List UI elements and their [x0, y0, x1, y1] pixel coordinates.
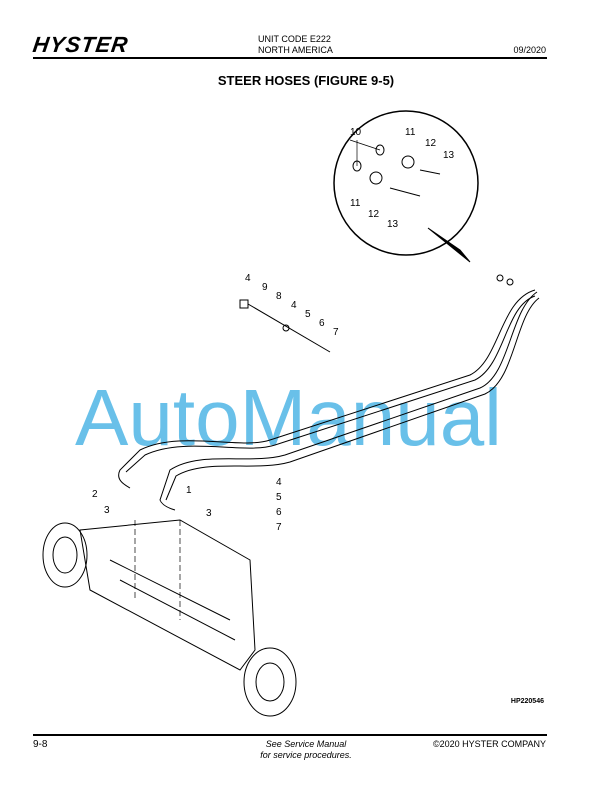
figure-number: HP220546 [510, 698, 544, 705]
callout: 4 [276, 477, 282, 488]
callout: 12 [368, 209, 380, 220]
steer-axle [42, 519, 297, 717]
callout: 13 [387, 219, 399, 230]
page-title: STEER HOSES (FIGURE 9-5) [217, 73, 395, 88]
callout: 4 [245, 273, 251, 284]
header-divider [33, 57, 547, 59]
callout: 6 [276, 507, 282, 518]
callout: 3 [206, 508, 212, 519]
copyright: ©2020 HYSTER COMPANY [433, 739, 546, 749]
footer-divider [33, 734, 547, 736]
footer-note-line2: for service procedures. [260, 750, 352, 760]
callout: 11 [405, 127, 416, 138]
hoses [118, 289, 540, 511]
callout: 10 [350, 127, 362, 138]
header-date: 09/2020 [513, 45, 546, 55]
inset-callouts: 10 11 12 13 11 12 13 [350, 127, 455, 230]
unit-code-text: UNIT CODE E222 [258, 34, 331, 44]
callout: 3 [104, 505, 110, 516]
callout: 2 [92, 489, 98, 500]
callout: 4 [291, 300, 297, 311]
watermark: AutoManual [75, 373, 502, 462]
page-number: 9-8 [33, 739, 48, 750]
callout: 5 [305, 309, 311, 320]
footer-note-line1: See Service Manual [265, 739, 347, 749]
callout: 12 [425, 138, 437, 149]
region-text: NORTH AMERICA [258, 45, 333, 55]
callout: 7 [333, 327, 339, 338]
callout: 5 [276, 492, 282, 503]
callout: 9 [262, 282, 268, 293]
lower-callouts: 2 3 1 3 4 5 6 7 [92, 477, 282, 533]
footer-note: See Service Manual for service procedure… [231, 739, 381, 761]
callout: 7 [276, 522, 282, 533]
callout: 1 [186, 485, 192, 496]
unit-code: UNIT CODE E222 NORTH AMERICA [258, 34, 333, 56]
callout: 13 [443, 150, 455, 161]
fittings-upper [239, 274, 514, 353]
detail-inset [333, 110, 479, 263]
callout: 8 [276, 291, 282, 302]
callout: 11 [350, 198, 361, 209]
callout: 6 [319, 318, 325, 329]
upper-callouts: 4 9 8 4 5 6 7 [245, 273, 339, 338]
